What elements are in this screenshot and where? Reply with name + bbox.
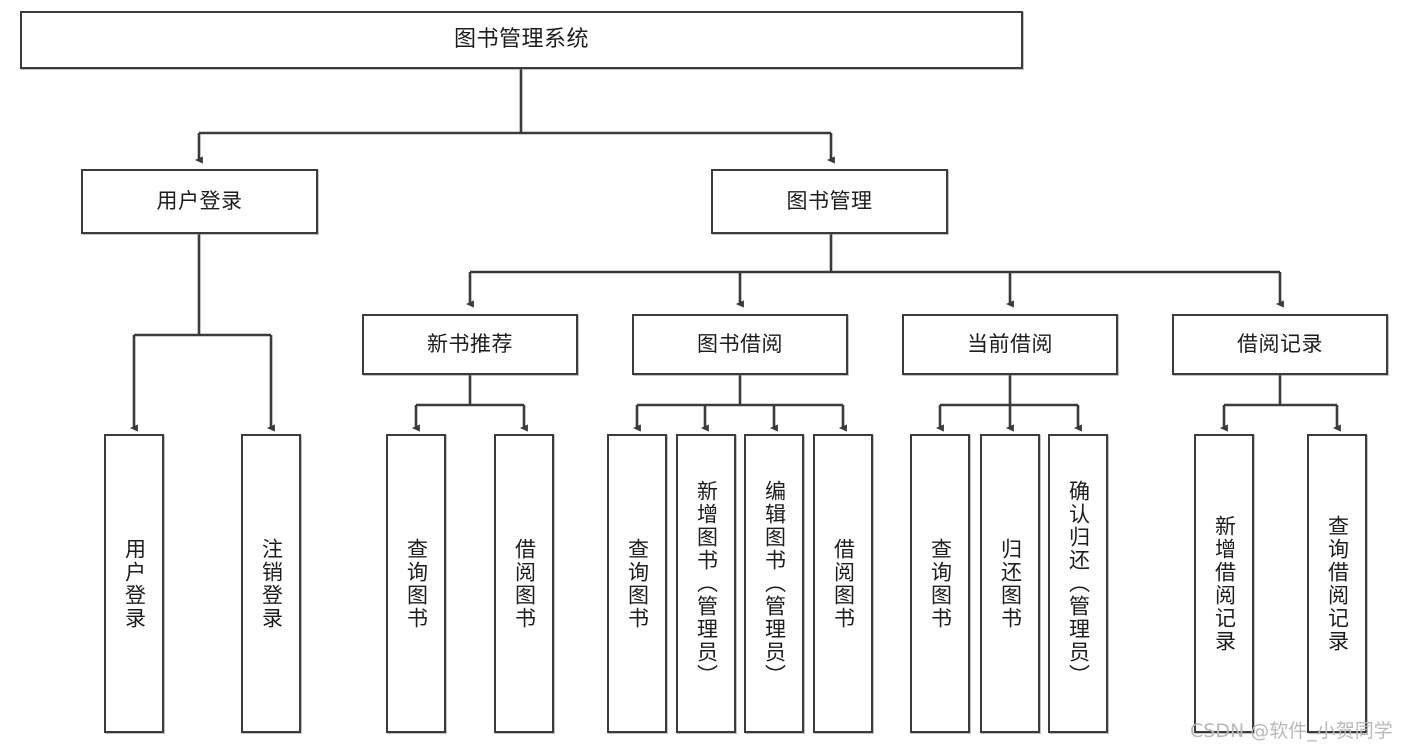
node-leaf-add-book-label: 新增图书（管理员）	[694, 480, 719, 687]
node-leaf-query-book-3[interactable]: 查询图书	[910, 434, 970, 733]
node-leaf-query-book-2-label: 查询图书	[625, 537, 650, 630]
node-leaf-borrow-book-2-label: 借阅图书	[831, 537, 856, 630]
node-current-borrow[interactable]: 当前借阅	[902, 314, 1118, 375]
node-book-borrow-label: 图书借阅	[697, 332, 783, 357]
node-leaf-borrow-book-1[interactable]: 借阅图书	[494, 434, 554, 733]
node-root-label: 图书管理系统	[453, 27, 589, 53]
node-borrow-record[interactable]: 借阅记录	[1172, 314, 1388, 375]
node-leaf-add-record[interactable]: 新增借阅记录	[1194, 434, 1254, 733]
node-new-book-recommend[interactable]: 新书推荐	[362, 314, 578, 375]
node-leaf-query-record-label: 查询借阅记录	[1325, 514, 1350, 653]
node-current-borrow-label: 当前借阅	[967, 332, 1053, 357]
node-leaf-edit-book-label: 编辑图书（管理员）	[762, 480, 787, 687]
node-leaf-add-book[interactable]: 新增图书（管理员）	[676, 434, 736, 733]
node-root[interactable]: 图书管理系统	[20, 11, 1023, 69]
node-leaf-edit-book[interactable]: 编辑图书（管理员）	[744, 434, 804, 733]
node-leaf-user-logout[interactable]: 注销登录	[241, 434, 301, 733]
node-borrow-record-label: 借阅记录	[1237, 332, 1323, 357]
node-leaf-return-book[interactable]: 归还图书	[980, 434, 1040, 733]
node-new-book-recommend-label: 新书推荐	[427, 332, 513, 357]
node-leaf-user-login-label: 用户登录	[122, 537, 147, 630]
node-book-management[interactable]: 图书管理	[711, 169, 948, 234]
node-user-login-label: 用户登录	[156, 189, 243, 214]
node-leaf-query-book-2[interactable]: 查询图书	[607, 434, 667, 733]
node-leaf-query-book-1[interactable]: 查询图书	[386, 434, 446, 733]
node-leaf-query-record[interactable]: 查询借阅记录	[1307, 434, 1367, 733]
node-leaf-borrow-book-2[interactable]: 借阅图书	[813, 434, 873, 733]
node-leaf-borrow-book-1-label: 借阅图书	[512, 537, 537, 630]
csdn-watermark-text: CSDN @软件_小贺同学	[1190, 720, 1393, 742]
node-leaf-return-book-label: 归还图书	[998, 537, 1023, 630]
node-leaf-user-login[interactable]: 用户登录	[104, 434, 164, 733]
node-leaf-confirm-return[interactable]: 确认归还（管理员）	[1048, 434, 1108, 733]
node-leaf-user-logout-label: 注销登录	[259, 537, 284, 630]
node-leaf-confirm-return-label: 确认归还（管理员）	[1066, 480, 1091, 687]
csdn-watermark: CSDN @软件_小贺同学	[1190, 716, 1393, 743]
node-book-borrow[interactable]: 图书借阅	[632, 314, 848, 375]
node-leaf-add-record-label: 新增借阅记录	[1212, 514, 1237, 653]
node-leaf-query-book-1-label: 查询图书	[404, 537, 429, 630]
node-user-login[interactable]: 用户登录	[81, 169, 318, 234]
node-book-management-label: 图书管理	[786, 189, 873, 214]
node-leaf-query-book-3-label: 查询图书	[928, 537, 953, 630]
